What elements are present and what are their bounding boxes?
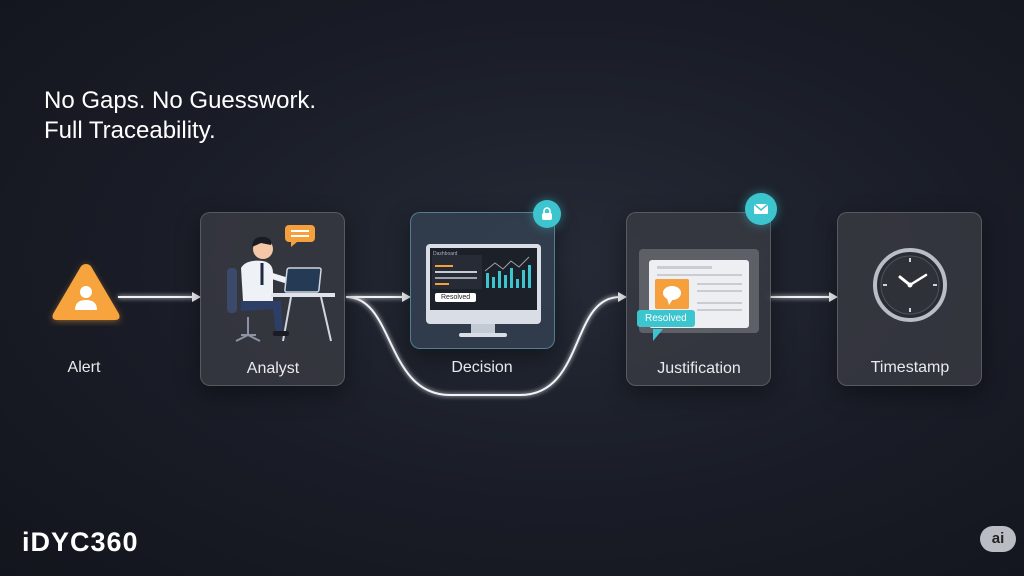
step-card-decision[interactable]: Dashboard Resolved [410,212,555,349]
mail-icon [745,193,777,225]
step-card-justification[interactable]: Resolved Justification [626,212,771,386]
headline: No Gaps. No Guesswork. Full Traceability… [44,86,316,146]
step-label-timestamp: Timestamp [870,359,950,376]
brand-logo: iDYC360 [22,527,139,557]
step-label-justification: Justification [657,360,741,377]
step-label-decision: Decision [451,359,513,376]
step-label-analyst: Analyst [246,360,300,377]
status-badge: Resolved [637,310,695,327]
lock-icon [533,200,561,228]
monitor-dashboard-icon [426,244,541,337]
alert-user-icon [52,264,120,320]
status-badge: Resolved [435,293,477,302]
step-card-timestamp[interactable]: Timestamp [837,212,982,386]
headline-line2: Full Traceability. [44,117,216,144]
headline-line1: No Gaps. No Guesswork. [44,87,317,114]
analyst-at-desk-icon [227,225,335,342]
document-comment-icon [639,249,759,341]
screen-title: Dashboard [433,251,458,257]
step-label-alert: Alert [67,359,101,376]
clock-icon [873,248,947,322]
curve-analyst-justification [345,296,621,396]
step-card-analyst[interactable]: Analyst [200,212,345,386]
ai-badge: ai [980,526,1016,552]
